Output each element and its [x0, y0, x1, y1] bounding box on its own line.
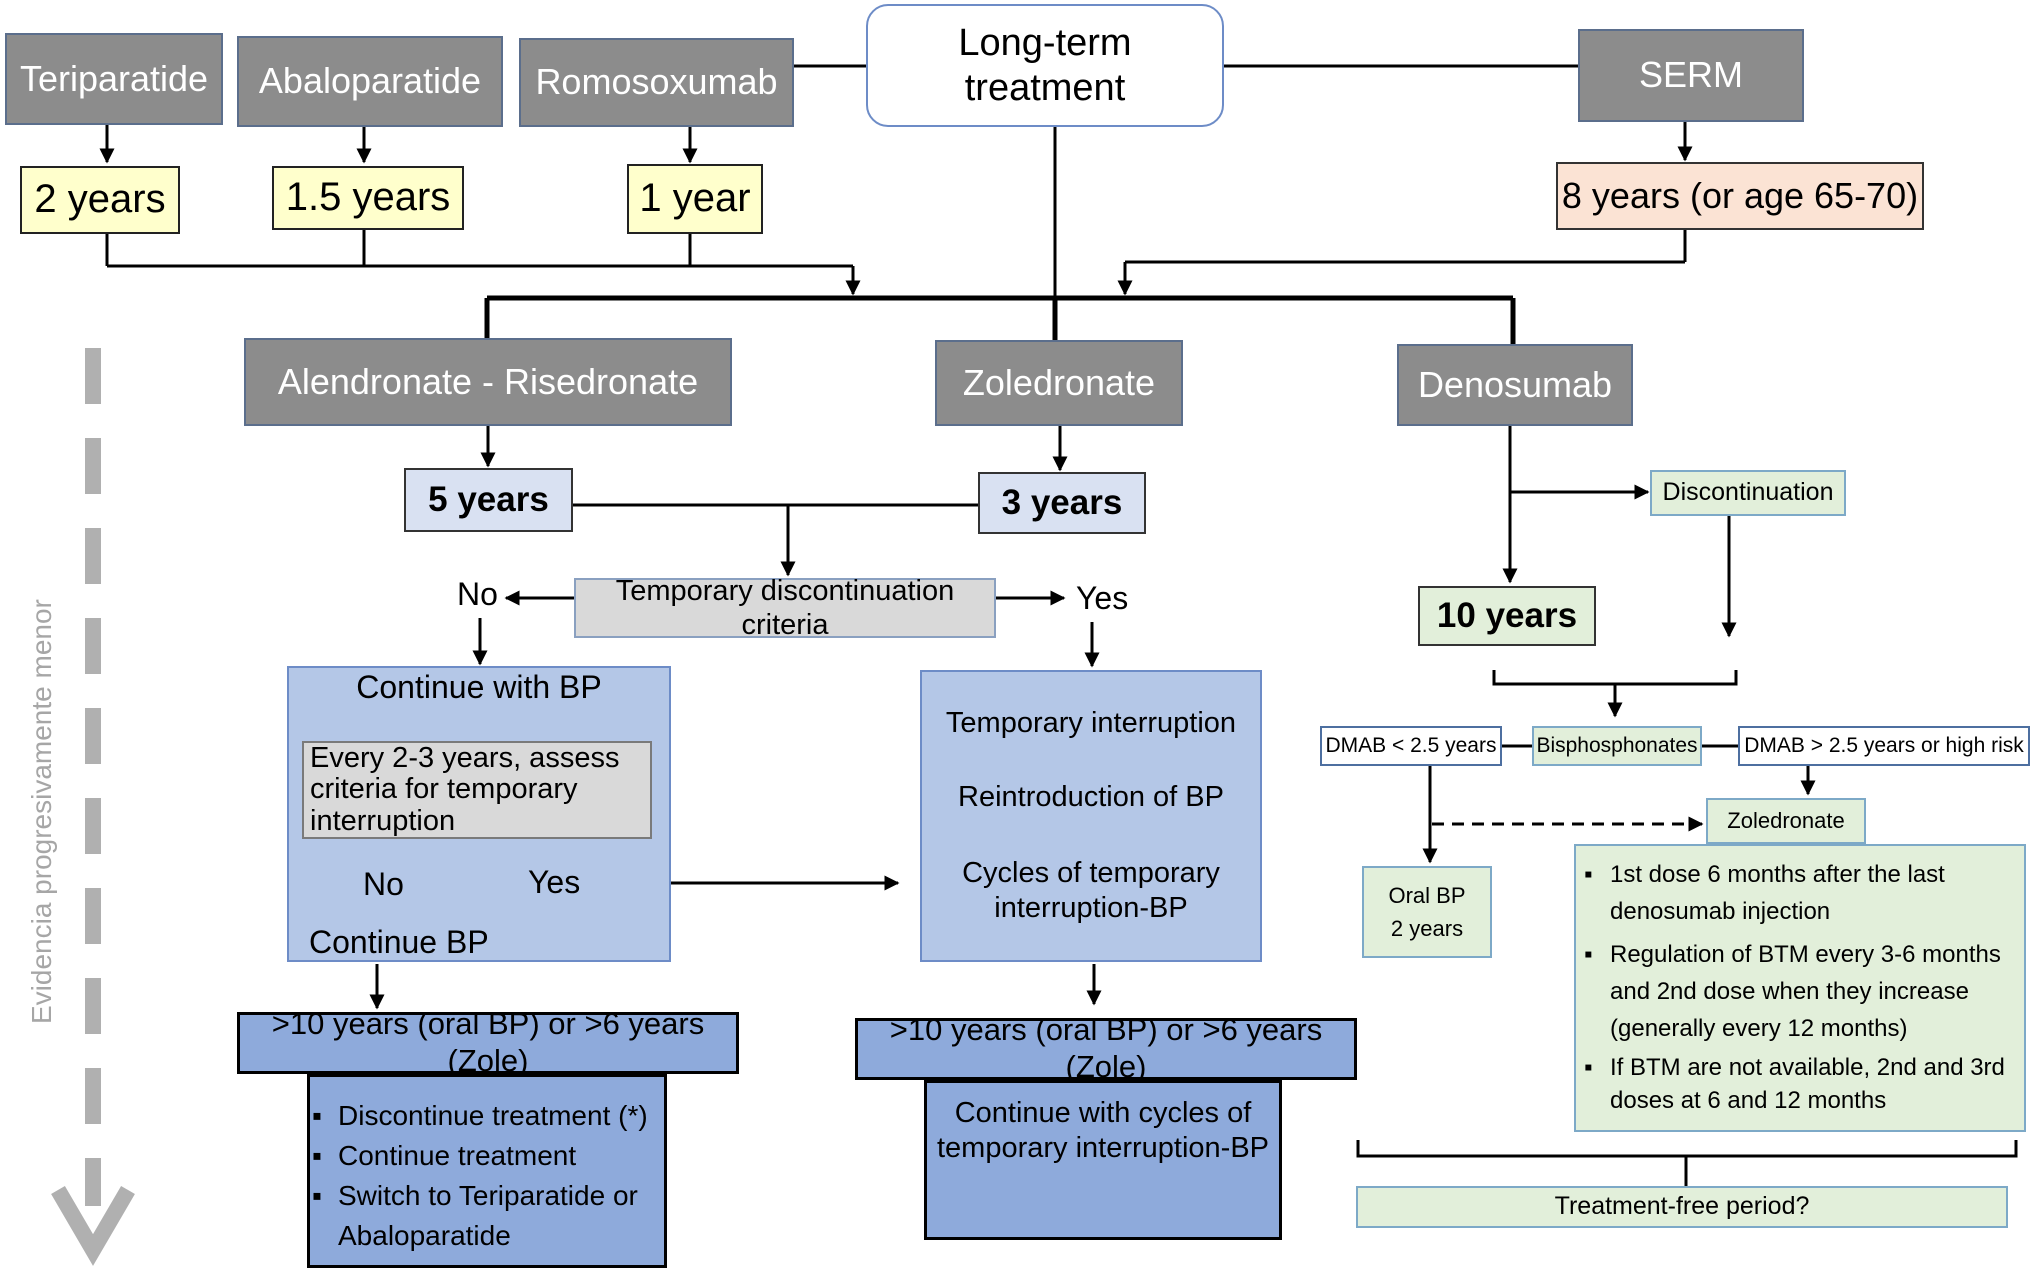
alendronate-duration-label: 5 years — [428, 480, 549, 520]
serm-duration: 8 years (or age 65-70) — [1556, 162, 1924, 230]
middle-result-label: Continue with cycles of temporary interr… — [936, 1097, 1270, 1164]
reintroduction-label: Reintroduction of BP — [958, 781, 1224, 813]
denosumab-box: Denosumab — [1397, 344, 1633, 426]
serm-label: SERM — [1638, 54, 1743, 96]
serm-box: SERM — [1578, 29, 1804, 122]
assess-yes-label: Yes — [528, 864, 581, 900]
assess-criteria-box: Every 2-3 years, assess criteria for tem… — [302, 741, 652, 839]
discontinuation-box: Discontinuation — [1650, 470, 1846, 516]
abaloparatide-duration: 1.5 years — [272, 166, 464, 230]
zoledronate-green-label: Zoledronate — [1727, 808, 1845, 834]
temporary-discontinuation-criteria-box: Temporary discontinuation criteria — [574, 575, 996, 641]
left-option-item: Continue treatment — [312, 1136, 662, 1176]
zoledronate-detail-item: 1st dose 6 months after the last denosum… — [1584, 856, 2024, 930]
long-term-treatment-box: Long-term treatment — [866, 4, 1224, 127]
romosozumab-duration-label: 1 year — [639, 176, 751, 221]
dmab-low-label: DMAB < 2.5 years — [1325, 733, 1497, 757]
romosozumab-box: Romosoxumab — [519, 38, 794, 127]
dmab-high-box: DMAB > 2.5 years or high risk — [1738, 726, 2030, 766]
teriparatide-duration: 2 years — [20, 166, 180, 234]
middle-threshold-box: >10 years (oral BP) or >6 years (Zole) — [855, 1012, 1357, 1084]
teriparatide-box: Teriparatide — [5, 33, 223, 125]
abaloparatide-label: Abaloparatide — [258, 60, 482, 102]
treatment-free-period-box: Treatment-free period? — [1356, 1186, 2008, 1228]
oral-bp-years-label: 2 years — [1390, 916, 1464, 941]
denosumab-label: Denosumab — [1417, 363, 1613, 405]
criteria-yes-label: Yes — [1076, 580, 1129, 616]
long-term-treatment-label: Long-term treatment — [958, 21, 1132, 109]
teriparatide-label: Teriparatide — [19, 57, 209, 99]
oral-bp-label: Oral BP — [1388, 883, 1466, 908]
continue-bp-label: Continue BP — [309, 924, 489, 960]
left-option-item: Discontinue treatment (*) — [312, 1096, 662, 1136]
teriparatide-duration-label: 2 years — [34, 177, 166, 222]
romosozumab-duration: 1 year — [627, 164, 763, 234]
zoledronate-detail-item: If BTM are not available, 2nd and 3rd do… — [1584, 1051, 2024, 1117]
zoledronate-duration: 3 years — [978, 472, 1146, 534]
cycles-label: Cycles of temporary interruption-BP — [962, 857, 1220, 924]
zoledronate-duration-label: 3 years — [1001, 483, 1123, 523]
bisphosphonates-box: Bisphosphonates — [1532, 726, 1702, 766]
temporary-interruption-label: Temporary interruption — [945, 707, 1237, 739]
abaloparatide-duration-label: 1.5 years — [285, 175, 451, 220]
left-threshold-box: >10 years (oral BP) or >6 years (Zole) — [237, 1006, 739, 1078]
alendronate-risedronate-box: Alendronate - Risedronate — [244, 338, 732, 426]
denosumab-duration: 10 years — [1418, 586, 1596, 646]
serm-duration-label: 8 years (or age 65-70) — [1561, 174, 1919, 216]
discontinuation-label: Discontinuation — [1662, 478, 1834, 507]
assess-no-label: No — [363, 866, 404, 902]
middle-threshold-label: >10 years (oral BP) or >6 years (Zole) — [889, 1012, 1323, 1084]
assess-criteria-label: Every 2-3 years, assess criteria for tem… — [310, 742, 620, 837]
decreasing-evidence-arrow — [51, 348, 135, 1266]
alendronate-risedronate-label: Alendronate - Risedronate — [277, 360, 699, 402]
zoledronate-label: Zoledronate — [962, 361, 1156, 403]
left-threshold-label: >10 years (oral BP) or >6 years (Zole) — [271, 1006, 705, 1078]
zoledronate-green-box: Zoledronate — [1706, 798, 1866, 844]
zoledronate-box: Zoledronate — [935, 340, 1183, 426]
zoledronate-details-list: 1st dose 6 months after the last denosum… — [1584, 856, 2024, 1117]
abaloparatide-box: Abaloparatide — [237, 36, 503, 127]
left-options-list: Discontinue treatment (*) Continue treat… — [312, 1096, 662, 1256]
treatment-free-period-label: Treatment-free period? — [1554, 1192, 1810, 1221]
criteria-no-label: No — [457, 576, 498, 612]
dmab-low-box: DMAB < 2.5 years — [1320, 726, 1502, 766]
oral-bp-box: Oral BP 2 years — [1362, 866, 1492, 958]
middle-result-panel — [924, 1080, 1282, 1240]
alendronate-duration: 5 years — [404, 468, 573, 532]
romosozumab-label: Romosoxumab — [535, 61, 778, 103]
continue-with-bp-title: Continue with BP — [356, 669, 602, 705]
temporary-interruption-panel — [920, 670, 1262, 962]
left-option-item: Switch to Teriparatide or Abaloparatide — [312, 1176, 662, 1256]
dmab-high-label: DMAB > 2.5 years or high risk — [1744, 733, 2024, 757]
zoledronate-detail-item: Regulation of BTM every 3-6 months and 2… — [1584, 936, 2024, 1047]
bisphosphonates-label: Bisphosphonates — [1536, 733, 1698, 757]
temporary-discontinuation-criteria-label: Temporary discontinuation criteria — [615, 574, 955, 641]
evidence-side-label: Evidencia progresivamente menor — [26, 599, 57, 1024]
denosumab-duration-label: 10 years — [1436, 596, 1578, 636]
